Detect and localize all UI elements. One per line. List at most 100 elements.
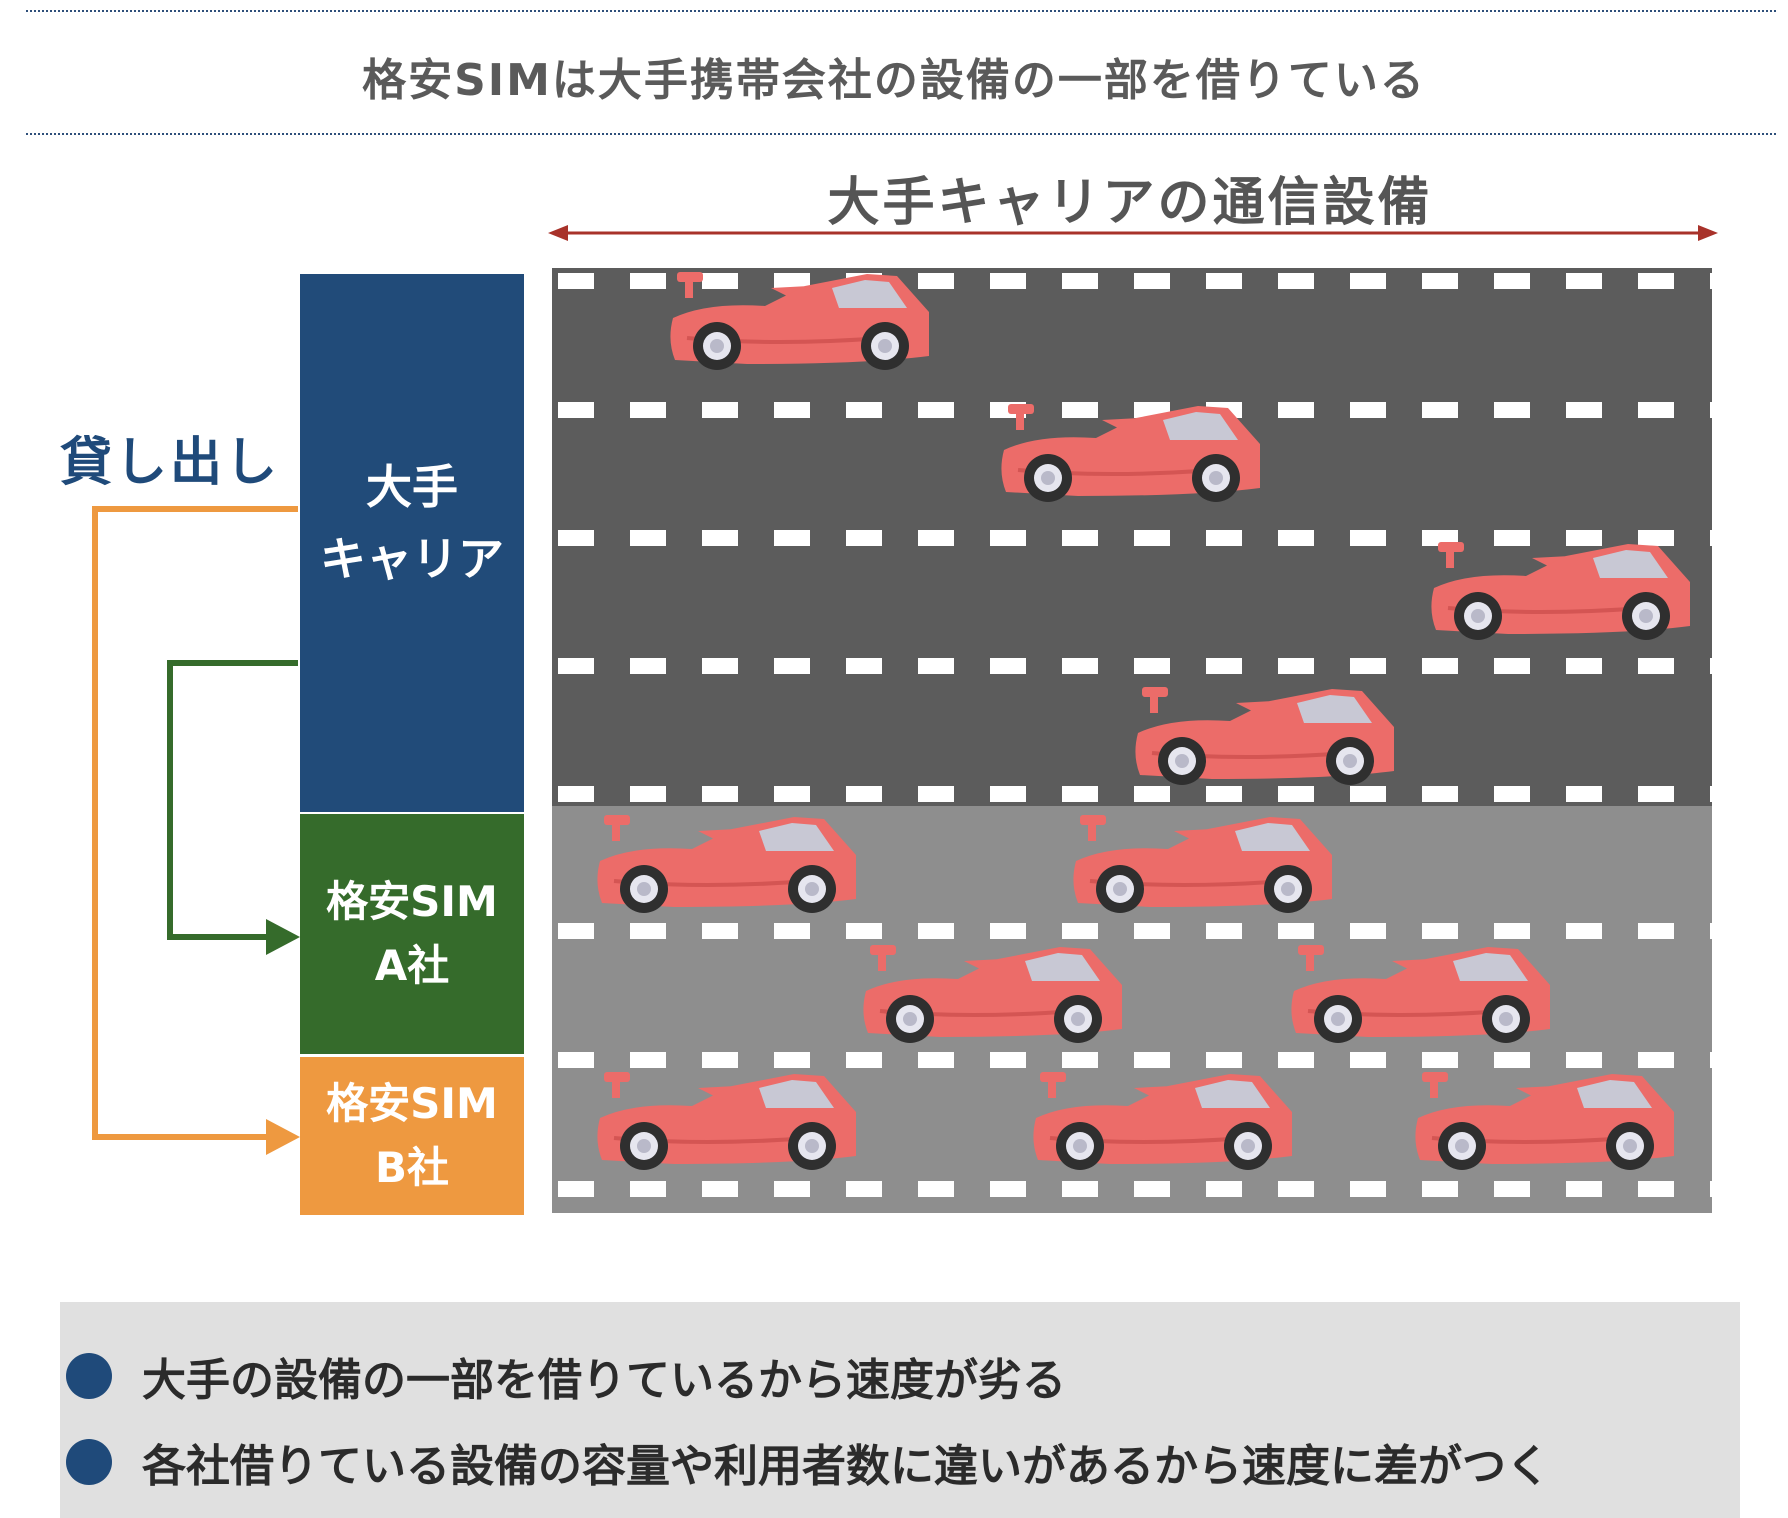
lane-dash (1350, 273, 1386, 289)
lane-dash (1134, 786, 1170, 802)
lane-dash (1062, 273, 1098, 289)
lane-dash (1494, 658, 1530, 674)
sim-b-label-line1: 格安SIM (326, 1079, 498, 1128)
lane-dash (1278, 530, 1314, 546)
lane-dash (990, 786, 1026, 802)
lane-dash (630, 1181, 666, 1197)
lane-dash (1710, 402, 1712, 418)
lane-dash (1350, 530, 1386, 546)
span-arrow (548, 225, 1718, 241)
lane-dash (1062, 923, 1098, 939)
lane-dash (918, 658, 954, 674)
lane-dash (1062, 786, 1098, 802)
lane-dash (1638, 1052, 1674, 1068)
sim-a-label-line2: A社 (374, 941, 450, 990)
lane-dash (630, 402, 666, 418)
sim-b-label-line2: B社 (374, 1143, 449, 1192)
lane-dash (918, 923, 954, 939)
lane-dash (990, 658, 1026, 674)
lane-dash (1566, 273, 1602, 289)
lane-dash (1638, 1181, 1674, 1197)
lane-dash (918, 786, 954, 802)
lane-dash (558, 658, 594, 674)
note-text: 各社借りている設備の容量や利用者数に違いがあるから速度に差がつく (142, 1441, 1550, 1492)
lane-dash (630, 530, 666, 546)
lane-dash (1278, 1052, 1314, 1068)
lane-dash (1422, 658, 1458, 674)
lane-dash (918, 273, 954, 289)
section-title: 大手キャリアの通信設備 (827, 173, 1433, 233)
lane-dash (1134, 658, 1170, 674)
lane-dash (558, 1181, 594, 1197)
lane-dash (918, 1052, 954, 1068)
lane-dash (630, 1052, 666, 1068)
lane-dash (1134, 1181, 1170, 1197)
lane-dash (1062, 402, 1098, 418)
lane-dash (918, 530, 954, 546)
sim-a-label-line1: 格安SIM (326, 877, 498, 926)
lane-dash (1206, 273, 1242, 289)
lane-dash (1422, 786, 1458, 802)
lane-dash (1710, 786, 1712, 802)
lane-dash (990, 273, 1026, 289)
lane-dash (1206, 1052, 1242, 1068)
lane-dash (1062, 530, 1098, 546)
note-text: 大手の設備の一部を借りているから速度が劣る (142, 1355, 1066, 1406)
lane-dash (1206, 923, 1242, 939)
lane-dash (1494, 273, 1530, 289)
lane-dash (1638, 273, 1674, 289)
lane-dash (1494, 786, 1530, 802)
lane-dash (1206, 658, 1242, 674)
lane-dash (990, 1052, 1026, 1068)
lend-arrow-a-head (266, 919, 300, 955)
lane-dash (1638, 658, 1674, 674)
carrier-label-line1: 大手 (366, 460, 458, 514)
lane-dash (774, 402, 810, 418)
lane-dash (774, 1181, 810, 1197)
lane-dash (1278, 658, 1314, 674)
lane-dash (630, 658, 666, 674)
lane-dash (1278, 786, 1314, 802)
lane-dash (1422, 1181, 1458, 1197)
lane-dash (702, 273, 738, 289)
lane-dash (1422, 923, 1458, 939)
lane-dash (702, 658, 738, 674)
lend-arrow-a (167, 660, 298, 940)
lane-dash (1710, 1181, 1712, 1197)
lane-dash (1278, 273, 1314, 289)
lane-dash (774, 1052, 810, 1068)
lane-dash (1710, 1052, 1712, 1068)
lane-dash (702, 1181, 738, 1197)
sim-b-block: 格安SIM B社 (300, 1057, 524, 1215)
lane-dash (1134, 1052, 1170, 1068)
lane-dash (1206, 786, 1242, 802)
lane-dash (846, 658, 882, 674)
lane-dash (1566, 923, 1602, 939)
note-item: 大手の設備の一部を借りているから速度が劣る (66, 1344, 1066, 1408)
lane-dash (1566, 402, 1602, 418)
lane-dash (846, 923, 882, 939)
lane-dash (558, 402, 594, 418)
lane-dash (1710, 923, 1712, 939)
carrier-block: 大手 キャリア (300, 274, 524, 812)
lane-dash (1494, 1181, 1530, 1197)
lane-dash (1566, 1052, 1602, 1068)
lane-dash (1566, 530, 1602, 546)
lane-dash (918, 1181, 954, 1197)
title-divider (26, 133, 1776, 135)
lane-dash (1710, 658, 1712, 674)
lane-dash (1350, 402, 1386, 418)
lane-dash (1422, 273, 1458, 289)
lane-dash (846, 402, 882, 418)
circle-bullet-icon (66, 1353, 112, 1399)
lane-dash (702, 923, 738, 939)
lane-dash (990, 1181, 1026, 1197)
sim-a-block: 格安SIM A社 (300, 814, 524, 1054)
lend-label: 貸し出し (60, 433, 281, 493)
lane-dash (1494, 530, 1530, 546)
notes-panel (60, 1302, 1740, 1518)
lane-dash (846, 1052, 882, 1068)
lane-dash (702, 530, 738, 546)
lane-dash (1638, 402, 1674, 418)
lane-dash (1134, 273, 1170, 289)
